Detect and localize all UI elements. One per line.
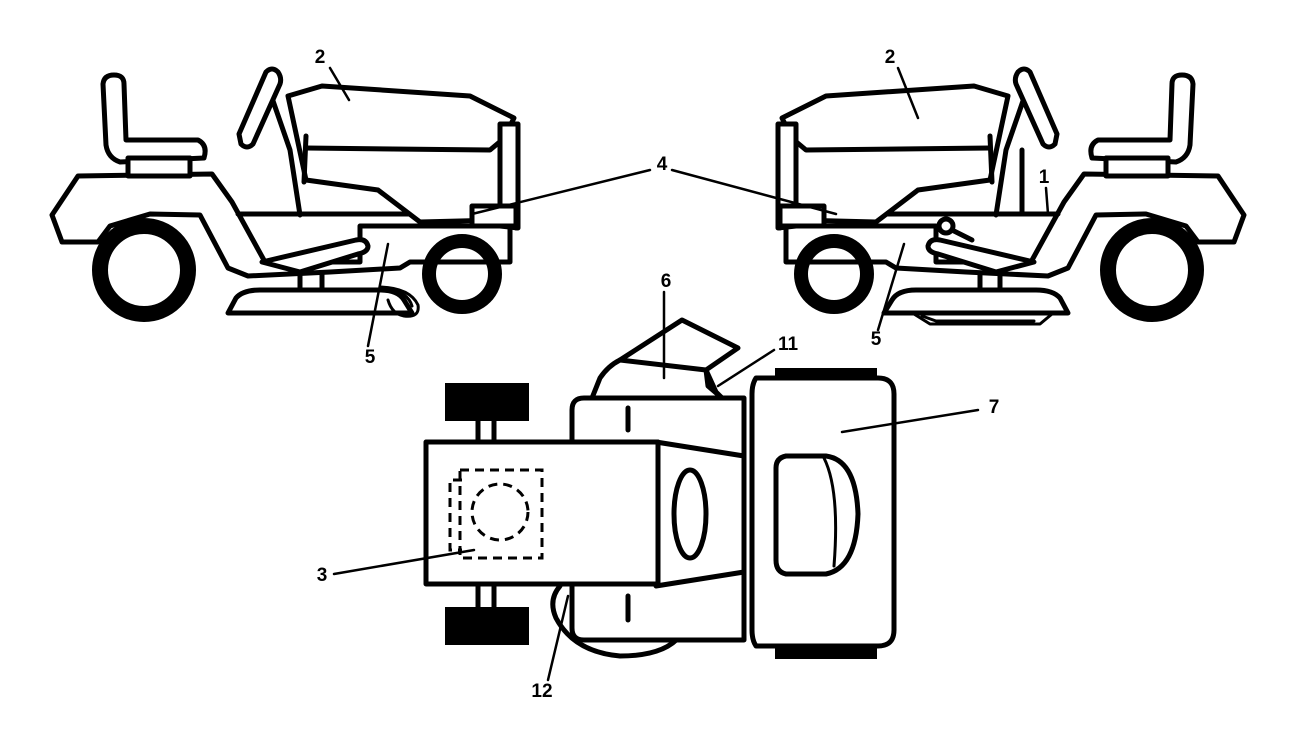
callout-3: 3	[317, 565, 328, 586]
callout-5-right: 5	[871, 329, 882, 350]
mower-deck-right	[881, 287, 1071, 316]
deck-cable	[378, 285, 420, 318]
callout-4: 4	[657, 154, 668, 175]
seat-back	[100, 72, 208, 165]
rear-wheel-bottom	[445, 607, 529, 645]
seat-outline	[458, 468, 544, 560]
callout-11: 11	[778, 334, 799, 355]
steering-wheel-right	[1012, 66, 1060, 150]
hood	[285, 83, 517, 225]
bottom-loop	[550, 583, 683, 659]
callout-7: 7	[989, 397, 1000, 418]
rear-wheel-top	[445, 383, 529, 421]
tractor-body	[49, 171, 513, 279]
tractor-left-side-view	[49, 66, 521, 322]
callout-1: 1	[1039, 167, 1050, 188]
mower-deck	[225, 287, 415, 316]
tractor-top-view	[423, 317, 897, 659]
callout-6: 6	[661, 271, 672, 292]
hood-oval	[773, 453, 861, 577]
tractor-right-side-view	[775, 66, 1247, 326]
callout-2-right: 2	[885, 47, 896, 68]
callout-5-left: 5	[365, 347, 376, 368]
callout-2-left: 2	[315, 47, 326, 68]
tractor-body-right	[783, 171, 1247, 279]
leader-lines	[328, 66, 1050, 682]
hood-right	[779, 83, 1011, 225]
steering-wheel	[236, 66, 284, 150]
callout-12: 12	[531, 681, 552, 702]
seat-back-right	[1088, 72, 1196, 165]
callout-labels: 2 2 4 1 5 5 6 11 7 3 12	[315, 47, 1050, 702]
